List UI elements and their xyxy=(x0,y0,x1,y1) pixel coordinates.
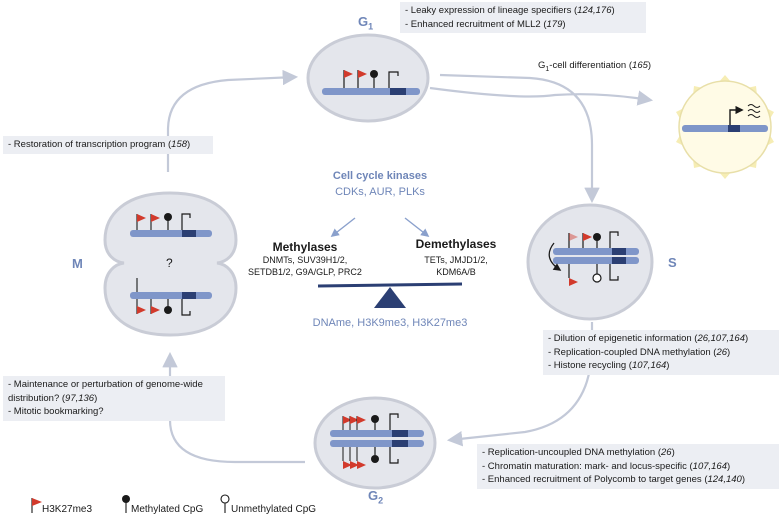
g2-flags-bottom xyxy=(342,447,399,469)
m-restoration-box: - Restoration of transcription program (… xyxy=(3,136,213,154)
histone-marks-label: DNAme, H3K9me3, H3K27me3 xyxy=(312,317,468,329)
legend-methylated-cpg: Methylated CpG xyxy=(131,504,204,515)
kinases-list: CDKs, AUR, PLKs xyxy=(335,186,425,198)
g1-differentiation-label: G1-cell differentiation (165) xyxy=(538,60,652,73)
legend-h3k27me3: H3K27me3 xyxy=(42,504,93,515)
g1-cell xyxy=(306,33,430,123)
demethylases-line2: KDM6A/B xyxy=(436,267,476,277)
phase-g2-label: G2 xyxy=(368,488,384,506)
g1-item-2: - Enhanced recruitment of MLL2 (179) xyxy=(405,18,566,30)
balance-scale xyxy=(317,282,463,308)
s-annotation-box: - Dilution of epigenetic information (26… xyxy=(543,330,779,375)
arrow-g2-to-m xyxy=(162,351,305,464)
kinase-arrow-left xyxy=(330,217,356,238)
m-cell xyxy=(103,191,238,337)
methylases-line2: SETDB1/2, G9A/GLP, PRC2 xyxy=(248,267,362,277)
kinase-arrow-right xyxy=(404,217,430,238)
kinases-title: Cell cycle kinases xyxy=(332,170,428,182)
methylases-title: Methylases xyxy=(272,240,338,254)
methylases-line1: DNMTs, SUV39H1/2, xyxy=(262,255,348,265)
g2-annotation-box: - Replication-uncoupled DNA methylation … xyxy=(477,444,779,489)
legend-unmethylated-cpg: Unmethylated CpG xyxy=(231,504,317,515)
m-annotation-box: - Maintenance or perturbation of genome-… xyxy=(3,376,225,421)
s-cell xyxy=(526,203,654,321)
demethylases-line1: TETs, JMJD1/2, xyxy=(424,255,488,265)
g2-cell xyxy=(313,396,437,490)
arrow-m-to-g1 xyxy=(166,69,299,172)
phase-m-label: M xyxy=(72,256,83,271)
arrow-g1-differentiation xyxy=(429,86,654,106)
g2-flags-top xyxy=(342,413,399,430)
differentiated-cell xyxy=(676,75,774,179)
arrow-g1-to-s xyxy=(439,73,600,204)
phase-g1-label: G1 xyxy=(358,14,374,32)
phase-s-label: S xyxy=(668,255,677,270)
legend-icons xyxy=(31,494,230,513)
g1-annotation-box: - Leaky expression of lineage specifiers… xyxy=(400,2,646,33)
g1-item-1: - Leaky expression of lineage specifiers… xyxy=(405,5,615,16)
m-question-mark: ? xyxy=(166,256,173,270)
demethylases-title: Demethylases xyxy=(415,237,497,251)
